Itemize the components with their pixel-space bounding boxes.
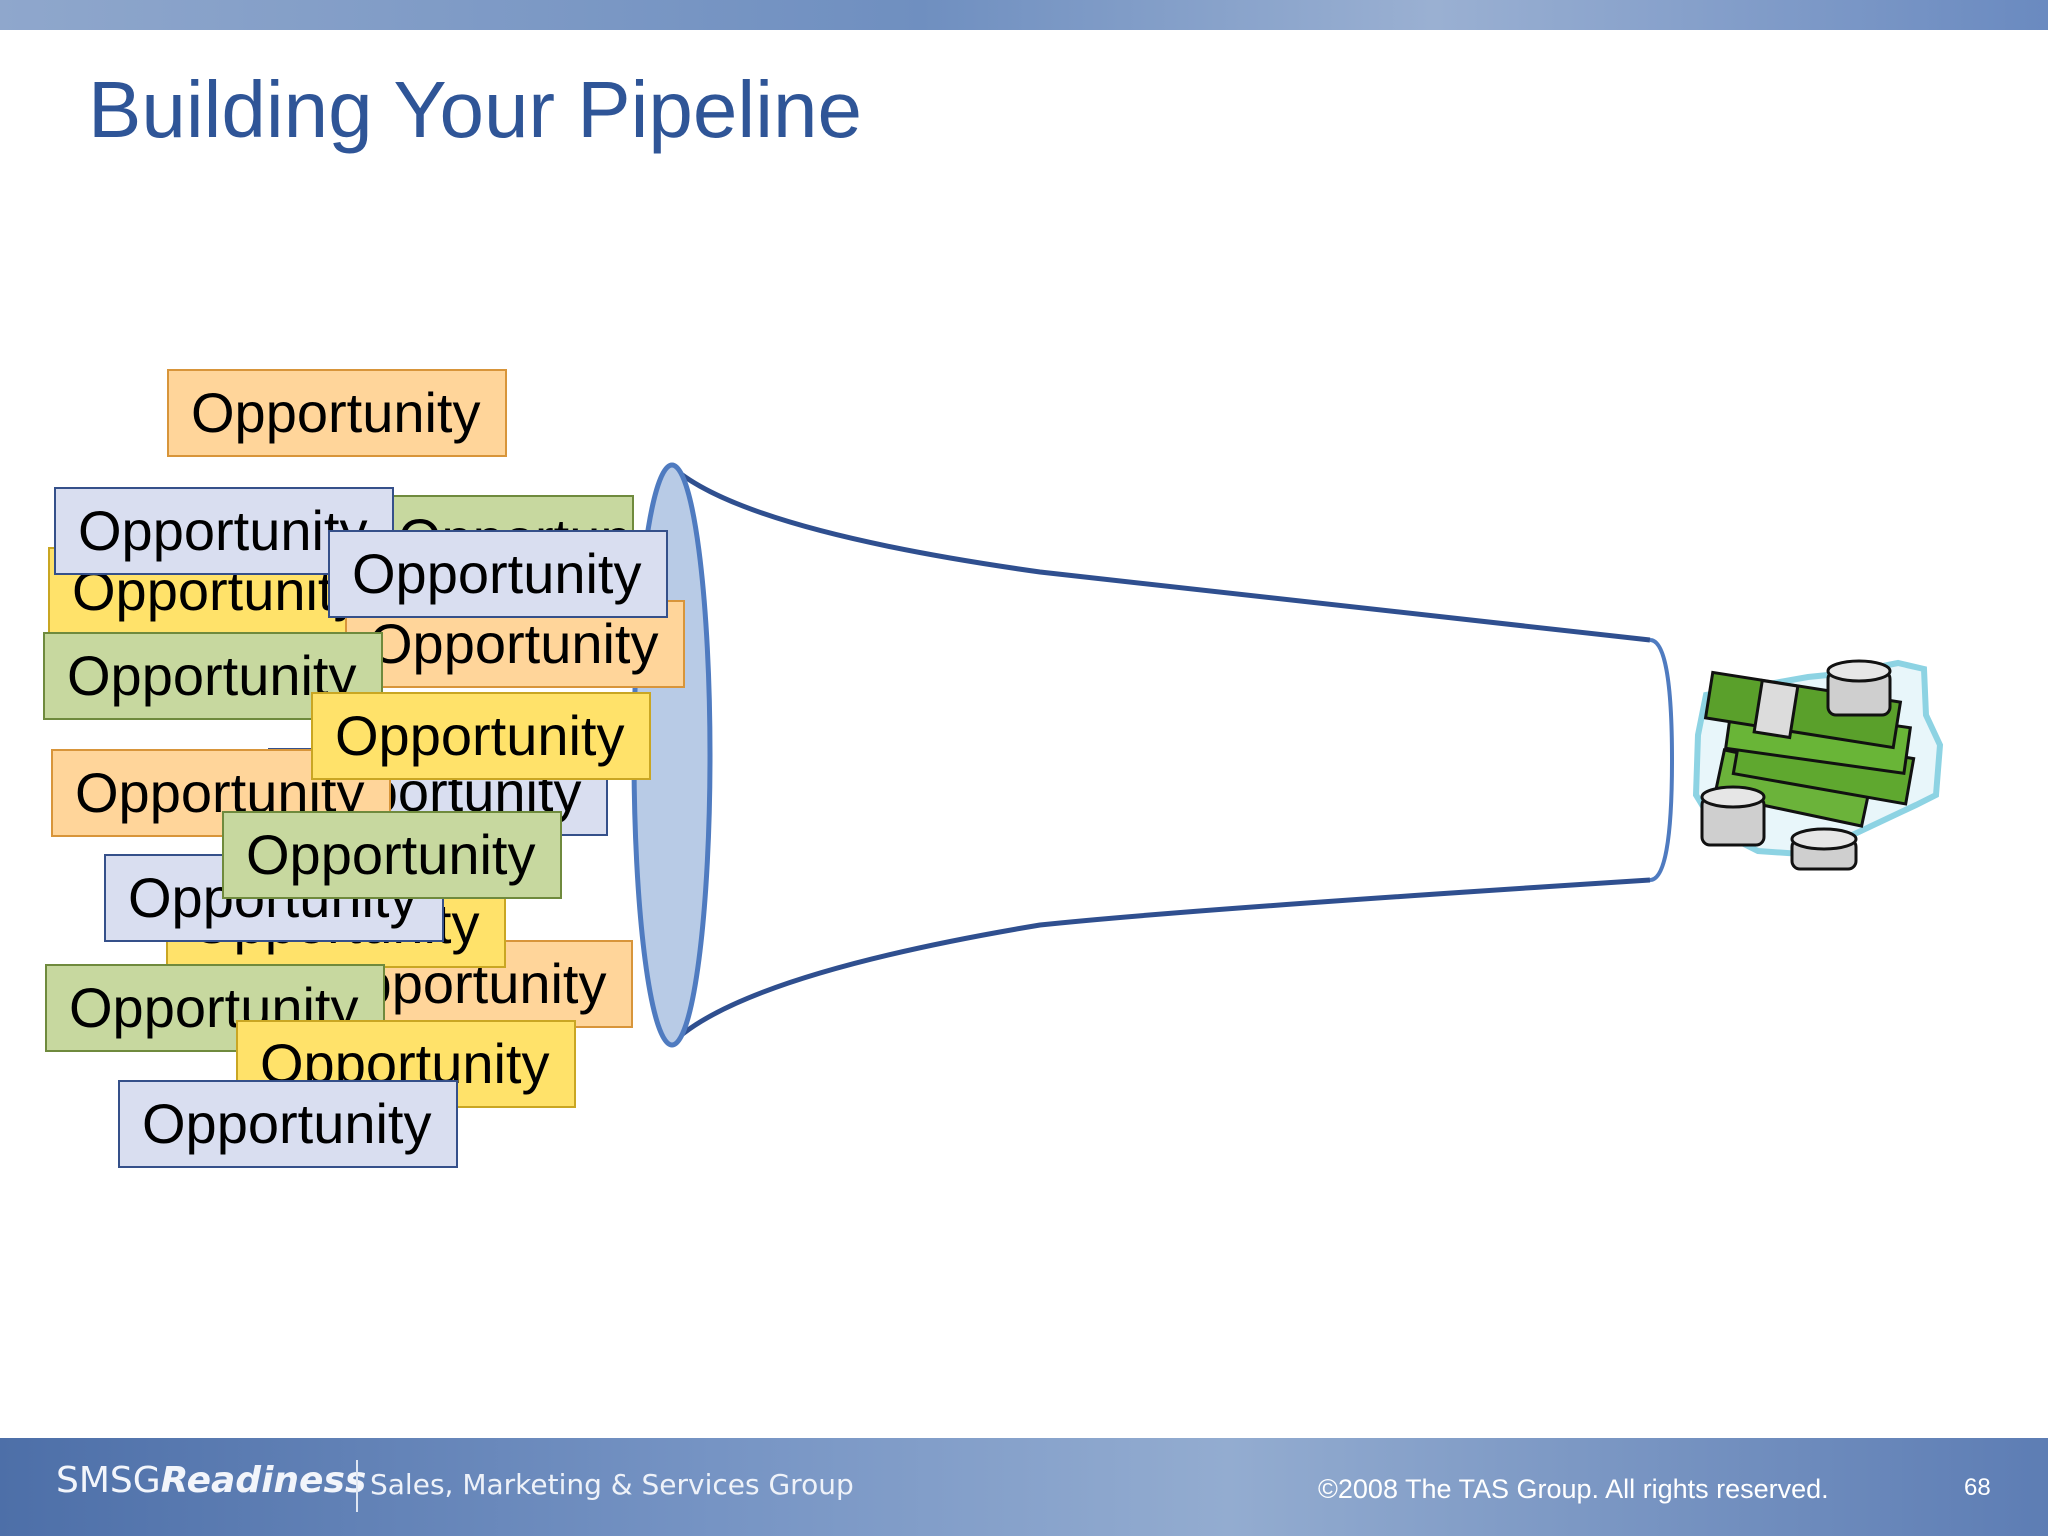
top-band <box>0 0 2048 30</box>
opportunity-box: Opportunity <box>222 811 562 899</box>
footer-divider <box>356 1460 358 1512</box>
footer-copyright: ©2008 The TAS Group. All rights reserved… <box>1318 1474 1829 1504</box>
page-number: 68 <box>1964 1474 1991 1501</box>
funnel-icon <box>631 462 1675 1048</box>
logo-product: Readiness <box>160 1460 367 1501</box>
money-stack-icon <box>1692 659 1944 871</box>
footer-bar: SMSGReadiness Sales, Marketing & Service… <box>0 1438 2048 1536</box>
opportunity-box: Opportunity <box>328 530 668 618</box>
footer-logo: SMSGReadiness <box>56 1460 366 1501</box>
opportunity-box: Opportunity <box>167 369 507 457</box>
slide-title: Building Your Pipeline <box>88 65 862 154</box>
opportunity-box: Opportunity <box>118 1080 458 1168</box>
footer-group-name: Sales, Marketing & Services Group <box>370 1468 854 1501</box>
logo-brand: SMSG <box>56 1460 161 1501</box>
opportunity-box: Opportunity <box>43 632 383 720</box>
opportunity-box: Opportunity <box>311 692 651 780</box>
